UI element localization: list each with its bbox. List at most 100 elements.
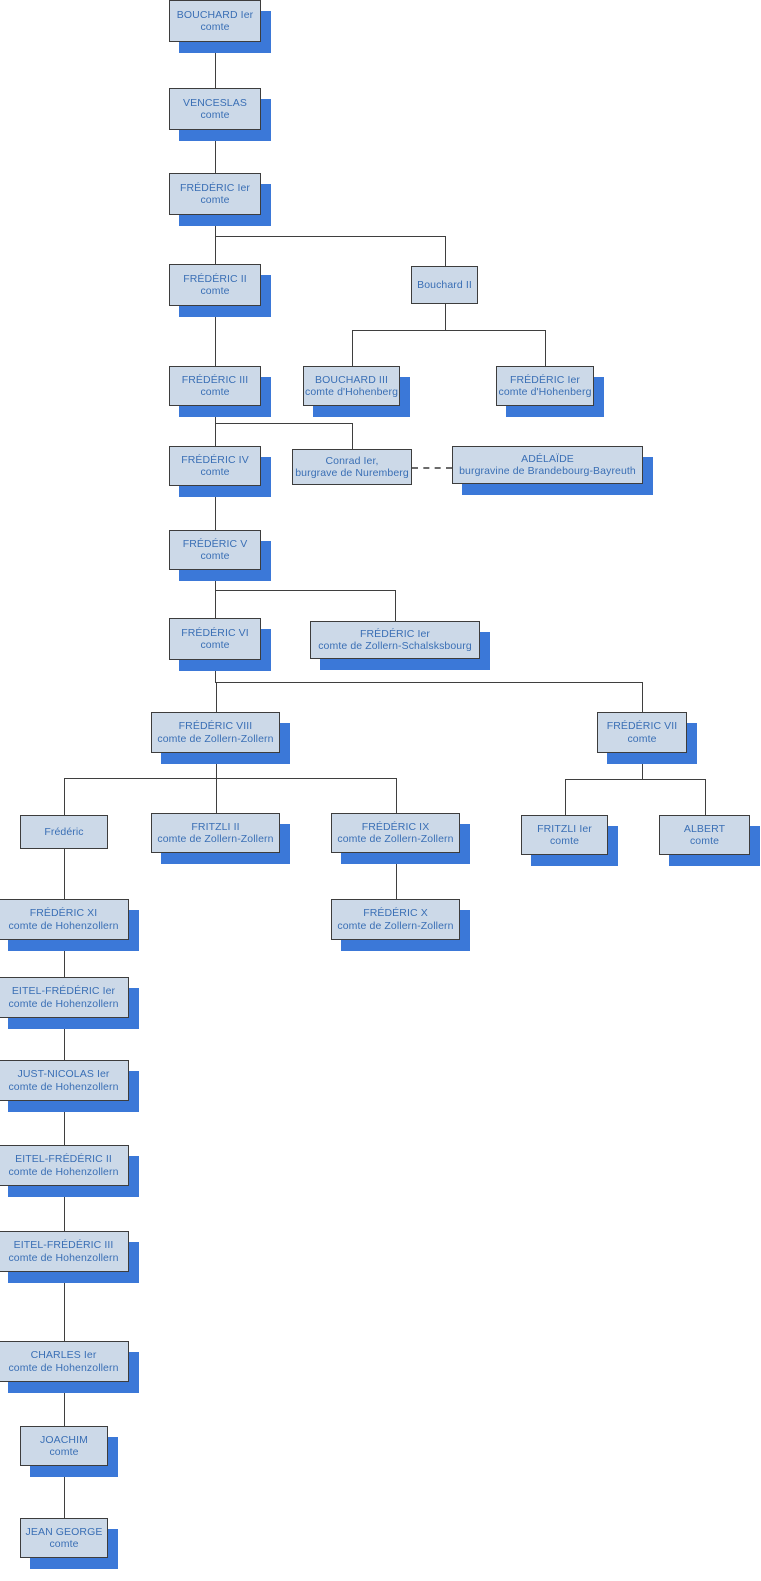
connector-line-vertical — [64, 849, 65, 899]
person-title: comte — [49, 1446, 79, 1458]
person-node-bouchard2[interactable]: Bouchard II — [411, 266, 478, 304]
person-title: comte d'Hohenberg — [498, 386, 592, 398]
person-name: FRÉDÉRIC Ier — [179, 181, 251, 194]
connector-line-vertical — [215, 590, 216, 618]
person-name: EITEL-FRÉDÉRIC Ier — [11, 985, 116, 998]
person-title: comte de Hohenzollern — [8, 1251, 119, 1264]
person-title: comte — [200, 639, 230, 651]
person-name: FRÉDÉRIC VII — [606, 720, 678, 733]
connector-line-vertical — [64, 1466, 65, 1518]
person-title: comte — [549, 835, 580, 847]
person-title: comte de Zollern-Zollern — [157, 833, 274, 845]
person-title: burgravine de Brandebourg-Bayreuth — [459, 465, 636, 477]
person-name: FRÉDÉRIC Ier — [359, 627, 431, 640]
person-title: comte de Zollern-Schalsksbourg — [318, 640, 472, 652]
person-name: ADÉLAÏDE — [521, 452, 574, 465]
person-title: comte — [200, 285, 230, 297]
connector-line-vertical — [545, 330, 546, 366]
person-name: BOUCHARD Ier — [176, 8, 254, 21]
connector-line-vertical — [215, 236, 216, 264]
person-node-conrad1[interactable]: Conrad Ier,burgrave de Nuremberg — [292, 449, 412, 485]
person-name: EITEL-FRÉDÉRIC II — [15, 1153, 112, 1166]
person-name: FRÉDÉRIC III — [181, 373, 249, 386]
person-title: comte de Zollern-Zollern — [337, 919, 454, 932]
person-title: comte — [200, 21, 230, 33]
connector-line-vertical — [642, 753, 643, 779]
connector-line-horizontal — [565, 779, 705, 780]
person-title: comte — [200, 386, 230, 398]
person-title: burgrave de Nuremberg — [295, 467, 409, 479]
connector-line-horizontal — [215, 423, 352, 424]
connector-line-vertical — [445, 304, 446, 330]
person-title: comte — [49, 1538, 79, 1550]
person-title: comte de Hohenzollern — [8, 1080, 119, 1093]
person-title: comte de Zollern-Zollern — [337, 833, 454, 845]
person-name: CHARLES Ier — [30, 1349, 97, 1362]
connector-line-horizontal — [215, 682, 642, 683]
connector-line-vertical — [216, 778, 217, 813]
connector-line-vertical — [64, 940, 65, 977]
person-title: comte de Hohenzollern — [8, 1165, 119, 1178]
person-title: comte — [689, 835, 720, 847]
connector-line-vertical — [396, 853, 397, 899]
connector-line-vertical — [215, 306, 216, 366]
connector-line-horizontal — [64, 778, 396, 779]
person-name: FRITZLI Ier — [537, 822, 592, 835]
person-node-frederic_plain[interactable]: Frédéric — [20, 815, 108, 849]
connector-line-vertical — [64, 1018, 65, 1060]
person-name: VENCESLAS — [183, 96, 247, 109]
person-name: JEAN GEORGE — [25, 1525, 103, 1538]
person-name: FRÉDÉRIC VI — [181, 626, 249, 639]
person-name: EITEL-FRÉDÉRIC III — [13, 1239, 114, 1252]
connector-line-vertical — [642, 682, 643, 712]
connector-line-horizontal — [215, 236, 445, 237]
person-title: comte — [200, 194, 230, 206]
person-name: FRÉDÉRIC V — [182, 537, 248, 550]
connector-line-horizontal — [352, 330, 545, 331]
person-name: FRÉDÉRIC II — [183, 272, 247, 285]
connector-line-vertical — [215, 423, 216, 446]
connector-line-vertical — [565, 779, 566, 815]
connector-line-vertical — [352, 330, 353, 366]
connector-line-vertical — [396, 778, 397, 813]
connector-line-vertical — [705, 779, 706, 815]
connector-line-vertical — [445, 236, 446, 266]
person-name: FRÉDÉRIC XI — [29, 907, 98, 920]
person-name: FRITZLI II — [191, 820, 240, 833]
person-title: comte — [627, 732, 657, 745]
person-title: comte d'Hohenberg — [305, 386, 399, 398]
connector-line-vertical — [215, 486, 216, 530]
connector-line-vertical — [395, 590, 396, 621]
connector-line-horizontal — [215, 590, 395, 591]
person-name: FRÉDÉRIC VIII — [178, 720, 253, 733]
person-name: Conrad Ier, — [325, 454, 379, 467]
